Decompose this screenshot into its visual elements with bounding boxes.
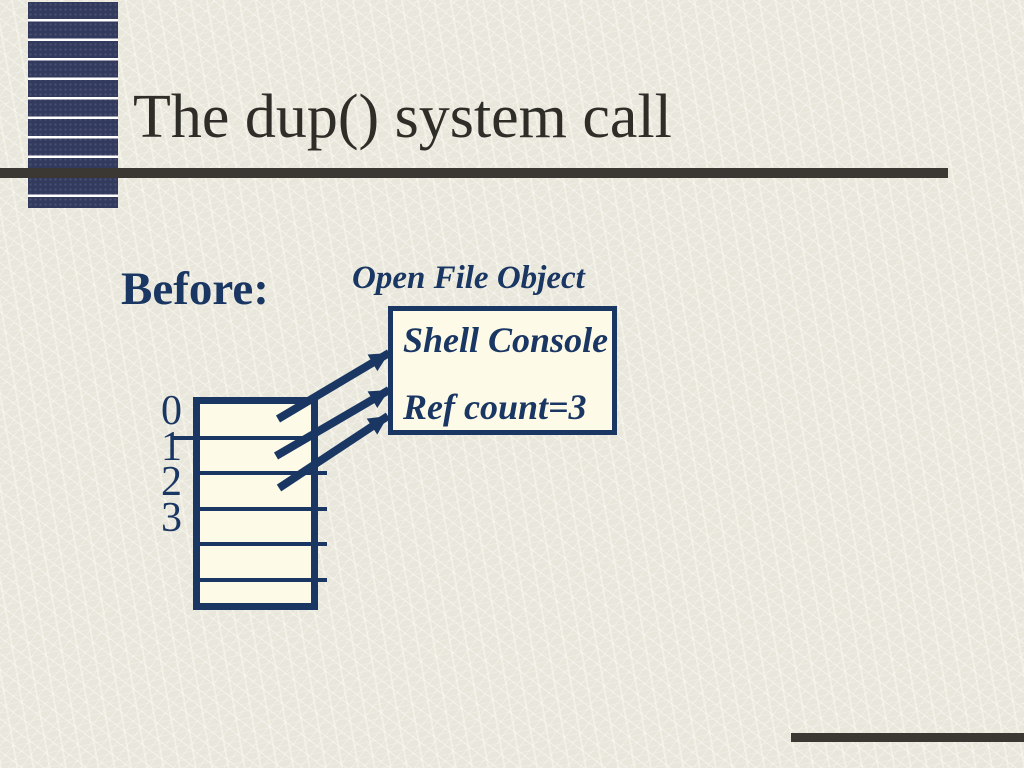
- fd-label: 0: [161, 388, 182, 434]
- title-underline: [0, 168, 948, 178]
- fd-row-divider: [200, 506, 327, 511]
- page-title: The dup() system call: [133, 83, 672, 151]
- fd-row-divider: [200, 471, 327, 475]
- before-label: Before:: [121, 263, 269, 315]
- fd-label: 3: [161, 494, 182, 541]
- object-line-ref-count: Ref count=3: [403, 387, 587, 427]
- fd-label: 1: [161, 423, 182, 470]
- open-file-object-caption: Open File Object: [352, 260, 585, 296]
- fd-label: 2: [161, 459, 182, 505]
- fd-table: [172, 397, 327, 610]
- object-line-shell-console: Shell Console: [403, 320, 609, 360]
- fd-row-divider: [200, 542, 327, 546]
- fd-row-divider: [172, 435, 311, 440]
- open-file-object-box: Shell Console Ref count=3: [388, 306, 617, 435]
- bottom-right-rule: [791, 733, 1024, 742]
- fd-row-divider: [200, 577, 327, 582]
